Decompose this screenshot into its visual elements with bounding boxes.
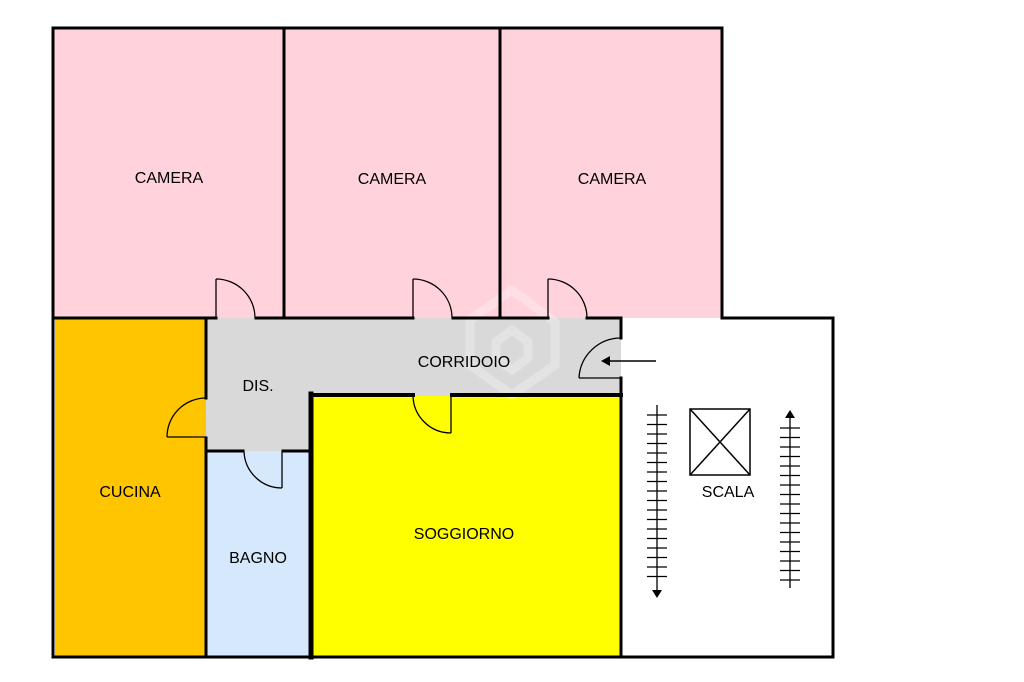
door-entrance — [578, 337, 622, 379]
watermark-logo — [465, 285, 560, 400]
door-soggiorno — [412, 395, 452, 434]
label-corridoio: CORRIDOIO — [418, 354, 510, 371]
room-cucina — [55, 318, 206, 657]
doors — [166, 278, 622, 489]
stairwell-void-icon — [689, 408, 751, 476]
entrance-arrow-icon — [601, 356, 656, 366]
door-camera-1 — [215, 278, 256, 319]
label-camera-1: CAMERA — [135, 170, 204, 187]
label-cucina: CUCINA — [99, 484, 161, 501]
room-camera-2 — [284, 28, 500, 318]
door-cucina — [166, 397, 207, 438]
walls — [51, 26, 835, 660]
door-bagno — [243, 450, 283, 489]
door-camera-3 — [547, 278, 588, 319]
door-camera-2 — [412, 278, 453, 319]
room-camera-3 — [500, 28, 722, 318]
stair-flight-up — [780, 410, 800, 588]
label-camera-3: CAMERA — [578, 171, 647, 188]
room-soggiorno — [311, 396, 621, 657]
label-camera-2: CAMERA — [358, 171, 427, 188]
room-scala — [621, 318, 833, 657]
label-soggiorno: SOGGIORNO — [414, 526, 514, 543]
label-bagno: BAGNO — [229, 550, 287, 567]
room-bagno — [206, 451, 311, 657]
label-dis: DIS. — [242, 378, 273, 395]
room-camera-1 — [53, 28, 284, 318]
stair-flight-down — [647, 405, 667, 598]
label-scala: SCALA — [702, 484, 755, 501]
